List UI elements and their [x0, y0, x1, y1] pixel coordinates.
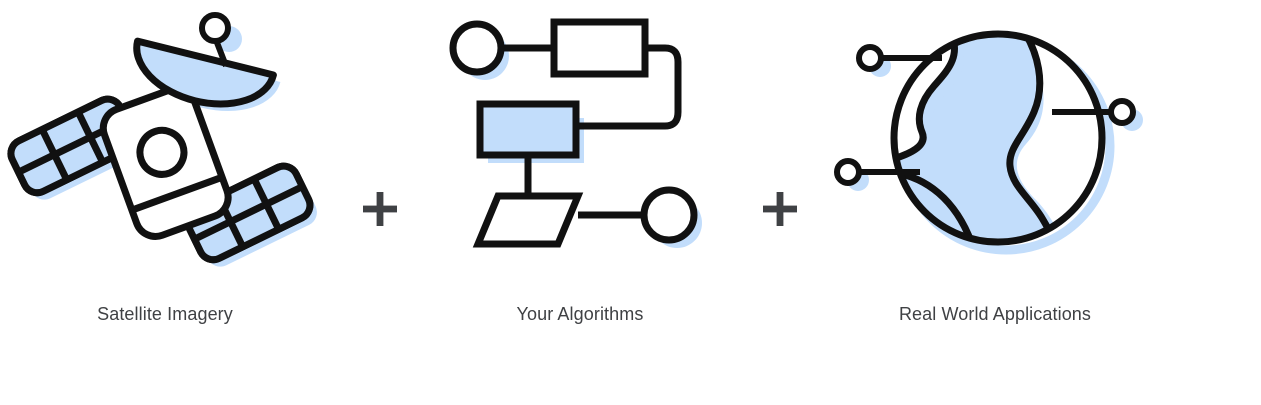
- body-porthole-circle: [136, 126, 188, 178]
- decision-parallelogram: [472, 192, 584, 248]
- feed-horn-stalk: [213, 38, 229, 68]
- panel-satellite-imagery: Satellite Imagery: [0, 0, 330, 405]
- separator-plus-2: [730, 0, 830, 405]
- highlighted-rectangle: [476, 100, 580, 159]
- caption-your-algorithms: Your Algorithms: [516, 304, 644, 324]
- node-right: [1108, 98, 1136, 126]
- feed-horn-circle: [199, 12, 231, 44]
- right-solar-panel: [183, 162, 314, 264]
- start-node-circle: [449, 20, 505, 76]
- globe-network-icon: [830, 0, 1160, 300]
- globe-rim: [890, 30, 1106, 246]
- end-node-circle: [640, 186, 698, 244]
- satellite-body: [99, 85, 232, 240]
- continent-band: [894, 34, 1070, 242]
- caption-satellite-imagery: Satellite Imagery: [97, 304, 233, 324]
- caption-real-world-applications: Real World Applications: [898, 304, 1092, 324]
- panel-real-world-applications: Real World Applications: [830, 0, 1160, 405]
- panel-your-algorithms: Your Algorithms: [430, 0, 730, 405]
- node-bottom-left: [834, 158, 862, 186]
- plus-icon: [761, 190, 799, 228]
- satellite-icon: [0, 0, 330, 300]
- dish-antenna: [133, 37, 277, 108]
- separator-plus-1: [330, 0, 430, 405]
- plus-icon: [361, 190, 399, 228]
- node-top-left: [856, 44, 884, 72]
- process-rectangle: [550, 18, 649, 78]
- loop-connector: [576, 44, 682, 130]
- flowchart-icon: [430, 0, 730, 300]
